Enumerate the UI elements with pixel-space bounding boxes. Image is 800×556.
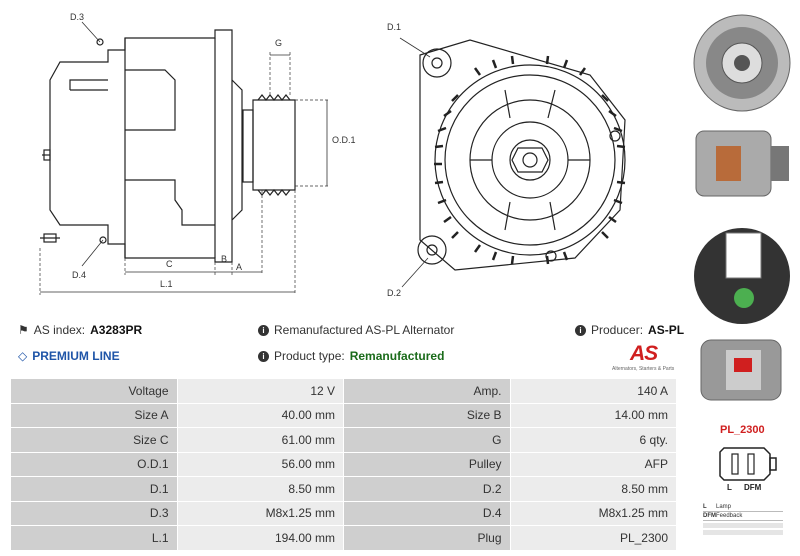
- label-d2: D.2: [387, 288, 401, 298]
- legend-row-empty: [703, 530, 783, 535]
- description: i Remanufactured AS-PL Alternator: [258, 323, 454, 337]
- logo-tagline: Alternators, Starters & Parts: [612, 366, 675, 372]
- spec-label: G: [343, 427, 511, 453]
- producer-value: AS-PL: [648, 323, 685, 337]
- photo-front[interactable]: [686, 5, 798, 117]
- label-d4: D.4: [72, 270, 86, 280]
- photo-angle[interactable]: [686, 330, 798, 410]
- photo-rear[interactable]: [686, 218, 798, 328]
- product-type-value: Remanufactured: [349, 349, 445, 363]
- plug-diagram: L DFM: [719, 447, 777, 492]
- pin-dfm: DFM: [744, 483, 762, 492]
- diamond-icon: ◇: [18, 349, 28, 363]
- spec-label: Size B: [343, 402, 511, 428]
- as-index-label: AS index:: [33, 323, 86, 337]
- label-c: C: [166, 259, 173, 269]
- spec-value: 40.00 mm: [176, 402, 344, 428]
- pin-l: L: [727, 483, 732, 492]
- spec-label: D.1: [10, 476, 178, 502]
- spec-label: D.4: [343, 500, 511, 526]
- legend-row: DFM Feedback: [703, 512, 783, 521]
- spec-label: Amp.: [343, 378, 511, 404]
- legend-row: L Lamp: [703, 503, 783, 512]
- spec-value: M8x1.25 mm: [176, 500, 344, 526]
- spec-value: 14.00 mm: [509, 402, 677, 428]
- spec-value: 56.00 mm: [176, 451, 344, 477]
- description-text: Remanufactured AS-PL Alternator: [274, 323, 455, 337]
- spec-value: 61.00 mm: [176, 427, 344, 453]
- label-l1: L.1: [160, 279, 173, 289]
- label-g: G: [275, 38, 282, 48]
- info-icon: i: [575, 324, 586, 336]
- spec-value: M8x1.25 mm: [509, 500, 677, 526]
- label-a: A: [236, 262, 242, 272]
- spec-value: 8.50 mm: [176, 476, 344, 502]
- tag-icon: ⚑: [18, 323, 29, 337]
- plug-code: PL_2300: [720, 424, 765, 436]
- photo-side[interactable]: [686, 116, 798, 211]
- producer: i Producer: AS-PL: [575, 323, 684, 337]
- premium-line-text: PREMIUM LINE: [32, 349, 120, 363]
- legend-row-empty: [703, 523, 783, 528]
- spec-label: D.2: [343, 476, 511, 502]
- spec-value: 6 qty.: [509, 427, 677, 453]
- spec-value: AFP: [509, 451, 677, 477]
- plug-legend: L Lamp DFM Feedback: [703, 503, 783, 535]
- info-icon: i: [258, 324, 269, 336]
- spec-label: Voltage: [10, 378, 178, 404]
- premium-line: ◇ PREMIUM LINE: [18, 349, 120, 363]
- info-icon: i: [258, 350, 269, 362]
- product-type: i Product type: Remanufactured: [258, 349, 444, 363]
- spec-value: 140 A: [509, 378, 677, 404]
- spec-value: 194.00 mm: [176, 525, 344, 551]
- spec-label: L.1: [10, 525, 178, 551]
- technical-drawing: D.3 G O.D.1 D.4 C B A L.1: [0, 0, 680, 312]
- spec-value: 8.50 mm: [509, 476, 677, 502]
- label-d3: D.3: [70, 12, 84, 22]
- spec-label: Plug: [343, 525, 511, 551]
- producer-label: Producer:: [591, 323, 644, 337]
- label-b: B: [221, 254, 227, 264]
- as-index: ⚑ AS index: A3283PR: [18, 323, 142, 337]
- logo-mark: AS: [630, 342, 658, 365]
- as-index-value: A3283PR: [90, 323, 143, 337]
- spec-label: Size A: [10, 402, 178, 428]
- spec-label: D.3: [10, 500, 178, 526]
- spec-label: Size C: [10, 427, 178, 453]
- label-od1: O.D.1: [332, 135, 356, 145]
- spec-value: 12 V: [176, 378, 344, 404]
- as-pl-logo: AS Alternators, Starters & Parts: [612, 342, 682, 374]
- spec-value: PL_2300: [509, 525, 677, 551]
- alternator-drawing-svg: D.3 G O.D.1 D.4 C B A L.1: [39, 12, 626, 298]
- product-type-label: Product type:: [274, 349, 345, 363]
- spec-label: O.D.1: [10, 451, 178, 477]
- label-d1: D.1: [387, 22, 401, 32]
- spec-label: Pulley: [343, 451, 511, 477]
